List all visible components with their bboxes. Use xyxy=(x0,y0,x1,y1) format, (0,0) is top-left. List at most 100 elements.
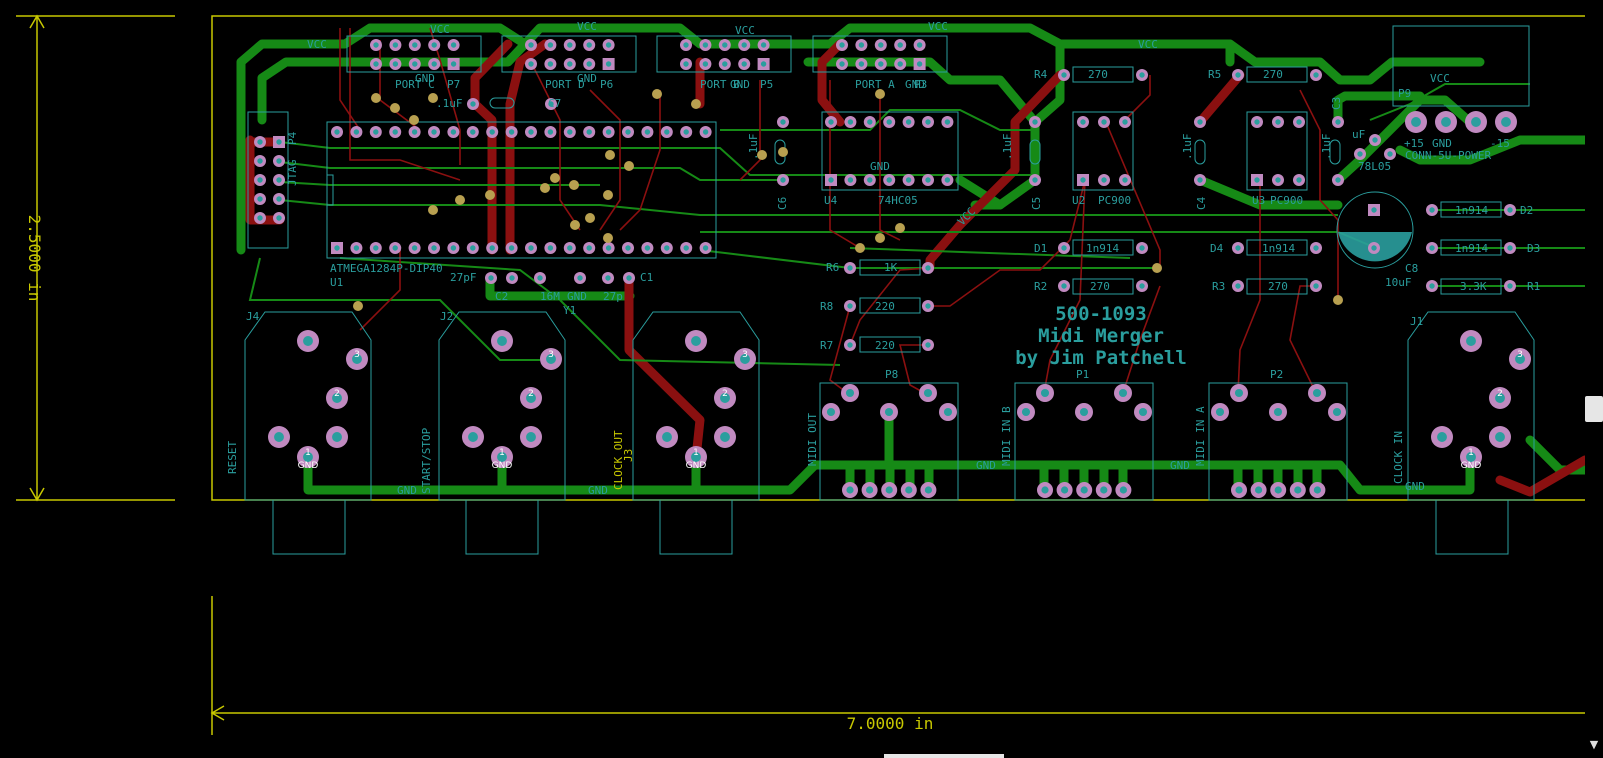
pad-hole xyxy=(662,432,672,442)
pad-hole xyxy=(257,215,263,221)
reg-cap: uF xyxy=(1352,128,1365,141)
pad-hole xyxy=(1138,407,1148,417)
pad-hole xyxy=(845,388,855,398)
pad-hole xyxy=(431,42,437,48)
c7-ref: C7 xyxy=(548,97,561,110)
gnd-label-6: GND xyxy=(567,290,587,303)
pad-hole xyxy=(450,245,457,251)
pad-hole xyxy=(846,486,854,494)
pad-hole xyxy=(373,61,379,67)
d2-value: 1n914 xyxy=(1455,204,1488,217)
p5-ref: P5 xyxy=(760,78,773,91)
vcc-label-1: VCC xyxy=(307,38,327,51)
horizontal-scroll-thumb[interactable] xyxy=(884,754,1004,758)
pad-hole xyxy=(924,486,933,494)
pad-hole xyxy=(392,61,399,67)
via xyxy=(353,301,363,311)
width-dimension xyxy=(210,596,1585,735)
pad-hole xyxy=(468,432,478,442)
height-dimension xyxy=(16,14,175,502)
pad-hole xyxy=(826,407,836,417)
jack-housings xyxy=(272,499,1509,555)
board-title-part: 500-1093 xyxy=(1055,303,1147,325)
pad-hole xyxy=(547,129,554,135)
pad-hole xyxy=(1507,245,1513,251)
pad-hole xyxy=(526,393,536,403)
pad-hole xyxy=(332,432,342,442)
pad-hole xyxy=(1495,393,1505,403)
pad-hole xyxy=(526,432,536,442)
pad-hole xyxy=(352,354,362,364)
pad-hole xyxy=(740,354,750,364)
midi-in-a-label: MIDI IN A xyxy=(1194,406,1207,466)
pad-hole xyxy=(1357,151,1363,157)
vcc-label-4: VCC xyxy=(735,24,755,37)
scroll-down-arrow-icon[interactable]: ▼ xyxy=(1589,738,1599,751)
pad-hole xyxy=(1040,388,1050,398)
pad-hole xyxy=(944,119,951,125)
din-pin-number: 2 xyxy=(1497,389,1503,399)
pad-hole xyxy=(497,452,507,462)
pad-hole xyxy=(577,275,583,281)
pad-hole xyxy=(1275,119,1281,125)
p1-ref: P1 xyxy=(1076,368,1089,381)
din-pin-number: 1 xyxy=(1468,448,1474,458)
pad-hole xyxy=(586,245,592,251)
pad-hole xyxy=(431,245,437,251)
r1-ref: R1 xyxy=(1527,280,1540,293)
pad-hole xyxy=(274,432,284,442)
pad-hole xyxy=(373,129,379,135)
via xyxy=(1333,295,1343,305)
gnd-label-11: GND xyxy=(1405,480,1425,493)
pad-hole xyxy=(1235,245,1241,251)
u2-value: PC900 xyxy=(1098,194,1131,207)
pad-hole xyxy=(353,129,360,135)
pad-hole xyxy=(1041,486,1049,494)
vertical-scrollbar[interactable]: ▼ xyxy=(1585,0,1603,758)
gnd-label-7: GND xyxy=(397,484,417,497)
start-stop-label: START/STOP xyxy=(420,427,433,494)
port-c-label: PORT C xyxy=(395,78,435,91)
din-pin-number: 2 xyxy=(528,389,534,399)
pad-hole xyxy=(839,61,845,67)
pad-hole xyxy=(1080,486,1088,494)
board-title-author: by Jim Patchell xyxy=(1015,347,1187,369)
pad-hole xyxy=(392,42,399,48)
pad-hole xyxy=(1122,177,1128,183)
pad-hole xyxy=(353,245,360,251)
pad-hole xyxy=(1139,245,1145,251)
u3-value: PC900 xyxy=(1270,194,1303,207)
pad-hole xyxy=(885,486,893,494)
pad-hole xyxy=(1197,119,1203,125)
power-plus15: +15 xyxy=(1404,137,1424,150)
pad-hole xyxy=(1441,117,1451,127)
pad-hole xyxy=(1335,119,1341,125)
via xyxy=(455,195,465,205)
pad-hole xyxy=(847,303,853,309)
pad-hole xyxy=(605,275,611,281)
midi-in-b-label: MIDI IN B xyxy=(1000,406,1013,466)
pad-hole xyxy=(741,42,747,48)
pad-hole xyxy=(567,42,573,48)
din-gnd-label: GND xyxy=(1461,461,1482,471)
c7-value: .1uF xyxy=(436,97,463,110)
via xyxy=(409,115,419,125)
u4-ref: U4 xyxy=(824,194,838,207)
c6-ref: C6 xyxy=(776,197,789,210)
pad-hole xyxy=(605,42,612,48)
c2-ref: C2 xyxy=(495,290,508,303)
pad-hole xyxy=(528,129,534,135)
pad-hole xyxy=(1235,283,1241,289)
pad-hole xyxy=(847,265,853,271)
vertical-scroll-thumb[interactable] xyxy=(1585,396,1603,422)
pad-hole xyxy=(943,407,953,417)
pad-hole xyxy=(780,177,786,183)
pad-hole xyxy=(944,177,951,183)
pad-hole xyxy=(497,336,507,346)
r3-value: 270 xyxy=(1268,280,1288,293)
pad-hole xyxy=(528,61,534,67)
c1-value: 27p xyxy=(603,290,623,303)
pad-hole xyxy=(1273,407,1283,417)
